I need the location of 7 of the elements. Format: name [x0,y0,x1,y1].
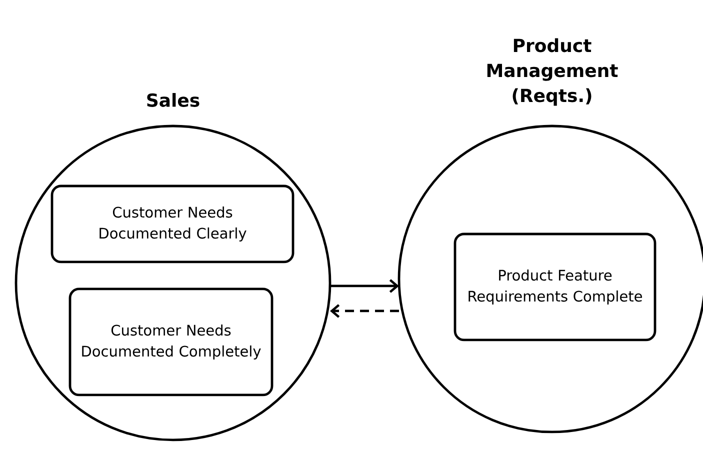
arrow [330,279,399,293]
heading: Product Management (Reqts.) [487,38,618,106]
rounded-box: Product Feature Requirements Complete [454,232,656,342]
rounded-box: Customer Needs Documented Clearly [50,184,294,264]
rounded-box: Customer Needs Documented Completely [68,288,274,396]
arrow [330,304,399,318]
heading: Sales [147,93,200,107]
